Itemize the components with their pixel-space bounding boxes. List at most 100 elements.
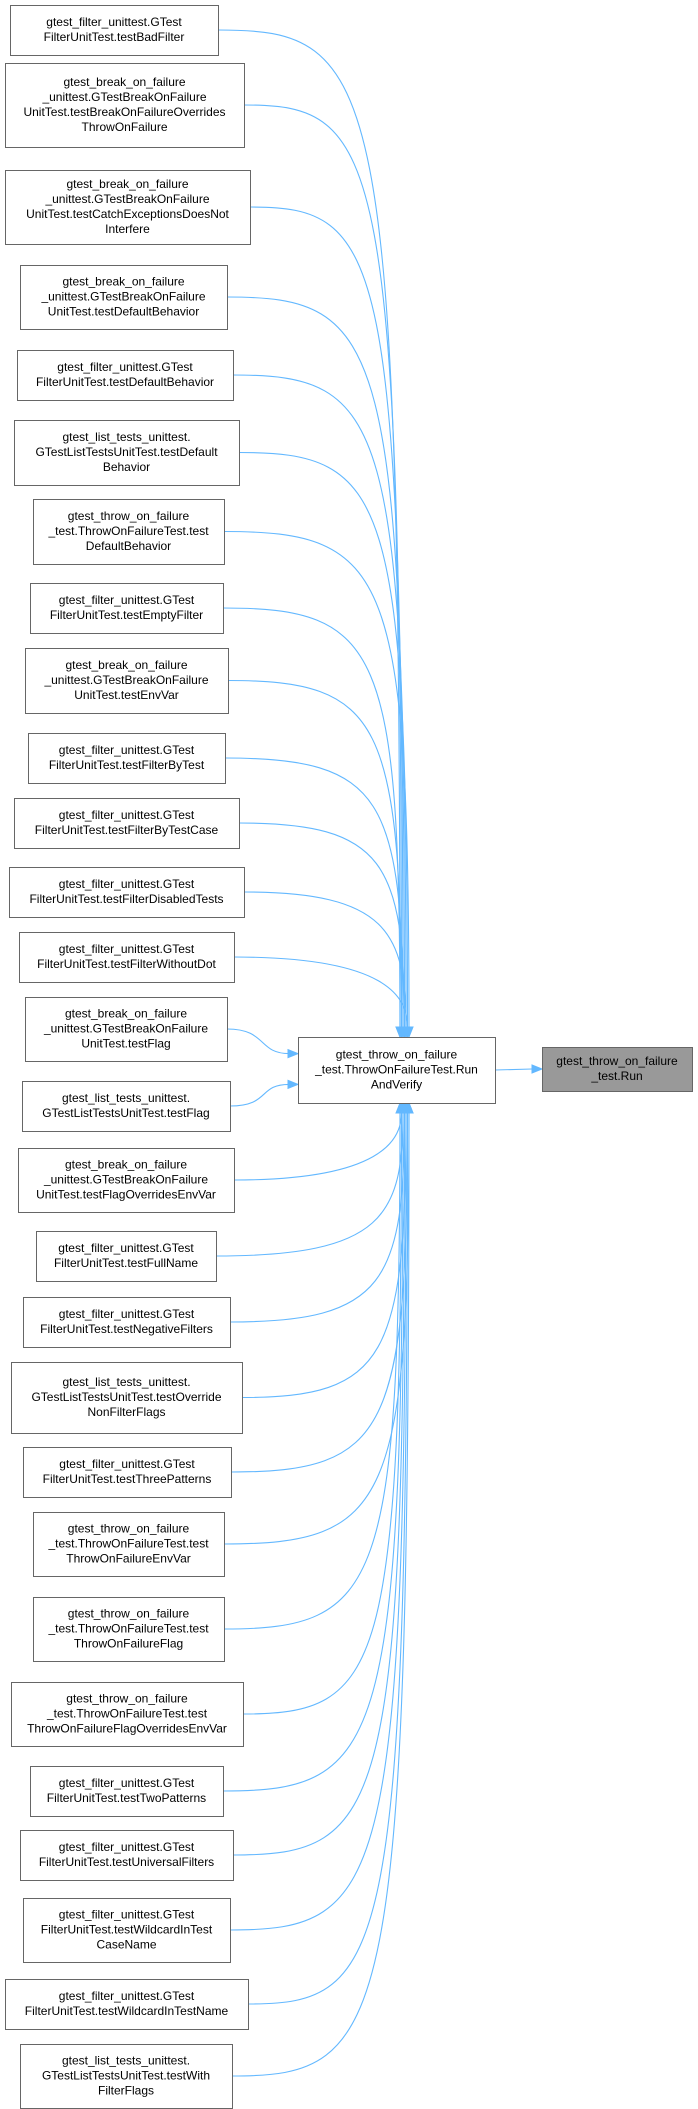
node-box[interactable]	[20, 1830, 234, 1881]
edge-n10-to-mid	[238, 822, 410, 1039]
node-mid[interactable]: gtest_throw_on_failure_test.ThrowOnFailu…	[298, 1037, 496, 1104]
node-label-line: gtest_break_on_failure	[66, 177, 188, 191]
node-n8[interactable]: gtest_break_on_failure_unittest.GTestBre…	[25, 648, 229, 714]
node-n21[interactable]: gtest_throw_on_failure_test.ThrowOnFailu…	[33, 1597, 225, 1662]
edge-arrowhead	[287, 1048, 300, 1059]
node-n22[interactable]: gtest_throw_on_failure_test.ThrowOnFailu…	[11, 1682, 244, 1747]
node-label-line: FilterUnitTest.testBadFilter	[44, 30, 185, 44]
node-n13[interactable]: gtest_break_on_failure_unittest.GTestBre…	[25, 997, 228, 1062]
node-n9[interactable]: gtest_filter_unittest.GTestFilterUnitTes…	[28, 733, 226, 784]
edges-layer	[215, 29, 544, 2077]
node-label-line: gtest_filter_unittest.GTest	[58, 1241, 194, 1255]
node-n1[interactable]: gtest_break_on_failure_unittest.GTestBre…	[5, 63, 245, 148]
edge-n20-to-mid	[223, 1101, 414, 1545]
node-label-line: FilterUnitTest.testNegativeFilters	[40, 1322, 213, 1336]
node-n6[interactable]: gtest_throw_on_failure_test.ThrowOnFailu…	[33, 499, 225, 565]
node-box[interactable]	[20, 2044, 233, 2109]
node-box[interactable]	[19, 932, 235, 983]
node-n17[interactable]: gtest_filter_unittest.GTestFilterUnitTes…	[23, 1297, 231, 1348]
node-n14[interactable]: gtest_list_tests_unittest.GTestListTests…	[22, 1081, 231, 1132]
node-box[interactable]	[542, 1047, 693, 1092]
node-box[interactable]	[22, 1081, 231, 1132]
node-n10[interactable]: gtest_filter_unittest.GTestFilterUnitTes…	[14, 798, 240, 849]
node-n26[interactable]: gtest_filter_unittest.GTestFilterUnitTes…	[5, 1979, 249, 2030]
edge-n14-to-mid	[229, 1079, 300, 1107]
node-n7[interactable]: gtest_filter_unittest.GTestFilterUnitTes…	[30, 583, 224, 634]
node-label-line: FilterUnitTest.testEmptyFilter	[50, 608, 203, 622]
node-label-line: _unittest.GTestBreakOnFailure	[43, 673, 208, 687]
node-box[interactable]	[36, 1231, 217, 1282]
edge-n25-to-mid	[229, 1101, 411, 1931]
node-n16[interactable]: gtest_filter_unittest.GTestFilterUnitTes…	[36, 1231, 217, 1282]
node-label-line: gtest_filter_unittest.GTest	[46, 15, 182, 29]
node-n4[interactable]: gtest_filter_unittest.GTestFilterUnitTes…	[17, 350, 234, 401]
node-box[interactable]	[33, 499, 225, 565]
edge-n6-to-mid	[223, 530, 414, 1039]
node-box[interactable]	[25, 648, 229, 714]
node-box[interactable]	[25, 997, 228, 1062]
node-n5[interactable]: gtest_list_tests_unittest.GTestListTests…	[14, 420, 240, 486]
node-label-line: FilterUnitTest.testFilterDisabledTests	[29, 892, 223, 906]
edge-line	[227, 679, 403, 1028]
edge-n21-to-mid	[223, 1101, 405, 1630]
node-n12[interactable]: gtest_filter_unittest.GTestFilterUnitTes…	[19, 932, 235, 983]
node-n0[interactable]: gtest_filter_unittest.GTestFilterUnitTes…	[10, 5, 219, 56]
node-label-line: gtest_break_on_failure	[65, 658, 187, 672]
edge-n22-to-mid	[242, 1101, 407, 1715]
edge-n24-to-mid	[232, 1101, 410, 1856]
node-n3[interactable]: gtest_break_on_failure_unittest.GTestBre…	[20, 265, 228, 330]
node-n25[interactable]: gtest_filter_unittest.GTestFilterUnitTes…	[23, 1898, 231, 1963]
node-box[interactable]	[10, 5, 219, 56]
node-box[interactable]	[30, 1766, 224, 1817]
node-label-line: _test.ThrowOnFailureTest.Run	[314, 1063, 478, 1077]
node-box[interactable]	[30, 583, 224, 634]
node-n15[interactable]: gtest_break_on_failure_unittest.GTestBre…	[18, 1148, 235, 1213]
node-target[interactable]: gtest_throw_on_failure_test.Run	[542, 1047, 693, 1092]
node-box[interactable]	[23, 1447, 232, 1498]
node-box[interactable]	[14, 420, 240, 486]
edge-line	[247, 1112, 409, 2005]
node-label-line: gtest_filter_unittest.GTest	[59, 743, 195, 757]
edge-n11-to-mid	[243, 891, 411, 1039]
edge-n18-to-mid	[241, 1101, 411, 1399]
node-label-line: FilterUnitTest.testFilterWithoutDot	[37, 957, 216, 971]
node-box[interactable]	[14, 798, 240, 849]
node-label-line: FilterUnitTest.testTwoPatterns	[47, 1791, 206, 1805]
node-box[interactable]	[28, 733, 226, 784]
node-n18[interactable]: gtest_list_tests_unittest.GTestListTests…	[11, 1362, 243, 1434]
node-label-line: FilterUnitTest.testFullName	[54, 1256, 198, 1270]
node-box[interactable]	[20, 265, 228, 330]
node-box[interactable]	[33, 1512, 225, 1577]
node-n23[interactable]: gtest_filter_unittest.GTestFilterUnitTes…	[30, 1766, 224, 1817]
node-label-line: ThrowOnFailureFlagOverridesEnvVar	[27, 1722, 227, 1736]
node-box[interactable]	[5, 63, 245, 148]
node-label-line: UnitTest.testEnvVar	[74, 688, 178, 702]
edge-line	[230, 1112, 409, 1473]
node-label-line: gtest_break_on_failure	[65, 1158, 187, 1172]
node-box[interactable]	[5, 170, 251, 245]
node-n11[interactable]: gtest_filter_unittest.GTestFilterUnitTes…	[9, 867, 245, 918]
node-box[interactable]	[5, 1979, 249, 2030]
node-label-line: FilterUnitTest.testFilterByTest	[49, 758, 205, 772]
node-n27[interactable]: gtest_list_tests_unittest.GTestListTests…	[20, 2044, 233, 2109]
node-label-line: UnitTest.testFlag	[81, 1037, 170, 1051]
node-box[interactable]	[23, 1297, 231, 1348]
node-box[interactable]	[9, 867, 245, 918]
node-box[interactable]	[23, 1898, 231, 1963]
node-box[interactable]	[11, 1362, 243, 1434]
node-box[interactable]	[17, 350, 234, 401]
node-label-line: gtest_filter_unittest.GTest	[59, 1989, 195, 2003]
node-box[interactable]	[33, 1597, 225, 1662]
node-box[interactable]	[18, 1148, 235, 1213]
node-label-line: Behavior	[103, 460, 150, 474]
edge-arrowhead	[402, 1026, 413, 1039]
node-box[interactable]	[11, 1682, 244, 1747]
node-n19[interactable]: gtest_filter_unittest.GTestFilterUnitTes…	[23, 1447, 232, 1498]
node-box[interactable]	[298, 1037, 496, 1104]
node-label-line: GTestListTestsUnitTest.testDefault	[35, 445, 218, 459]
node-n2[interactable]: gtest_break_on_failure_unittest.GTestBre…	[5, 170, 251, 245]
node-n24[interactable]: gtest_filter_unittest.GTestFilterUnitTes…	[20, 1830, 234, 1881]
node-label-line: FilterUnitTest.testFilterByTestCase	[35, 823, 219, 837]
edge-n1-to-mid	[243, 104, 407, 1039]
node-n20[interactable]: gtest_throw_on_failure_test.ThrowOnFailu…	[33, 1512, 225, 1577]
